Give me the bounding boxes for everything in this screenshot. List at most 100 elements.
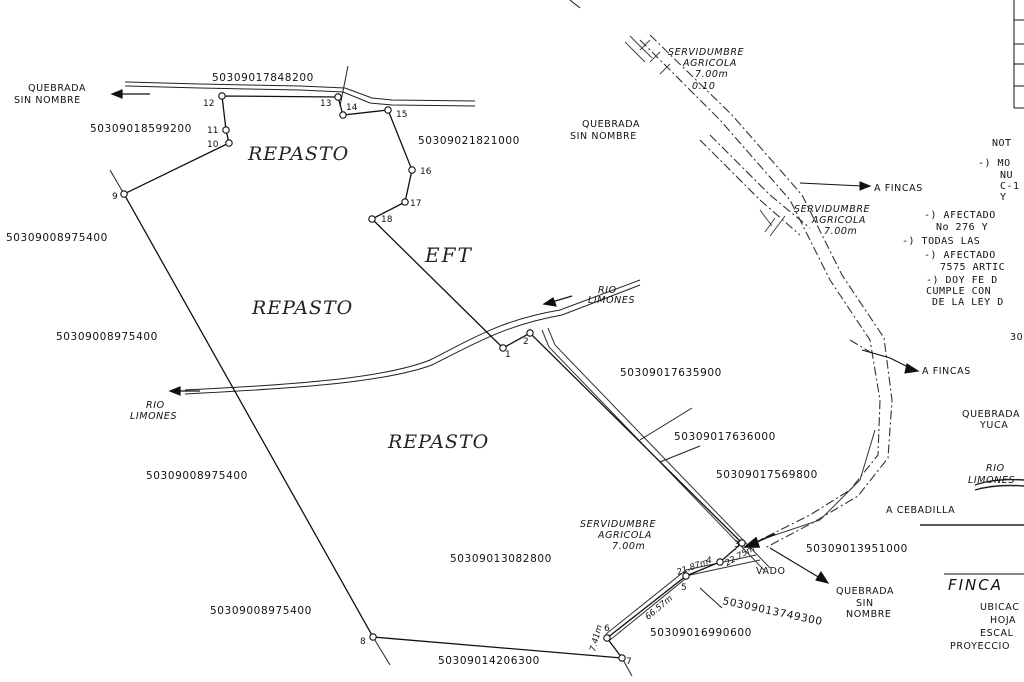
- river-label: LIMONES: [588, 295, 635, 306]
- parcel-number: 50309013749300: [721, 595, 823, 628]
- quebrada-label: SIN NOMBRE: [14, 95, 81, 106]
- eft-label: EFT: [424, 243, 473, 267]
- river-label: RIO: [598, 285, 617, 296]
- parcel-number: 50309017569800: [716, 469, 818, 481]
- feature-labels: QUEBRADA SIN NOMBRE QUEBRADA SIN NOMBRE …: [14, 47, 1024, 652]
- road-servidumbre: [541, 327, 876, 641]
- servidumbre-label: SERVIDUMBRE: [794, 204, 870, 215]
- arrow-quebrada-bottom: [769, 547, 830, 584]
- note-line: C-1: [1000, 181, 1020, 192]
- vertex-label: 3: [734, 540, 740, 550]
- note-line: 7575 ARTIC: [940, 262, 1005, 273]
- vertex-label: 4: [706, 556, 712, 566]
- title-block-frame: [569, 0, 1024, 109]
- right-block-line: ESCAL: [980, 628, 1014, 639]
- note-line: NOT: [992, 138, 1012, 149]
- measurement: 66.57m: [644, 594, 675, 623]
- parcel-number: 50309013951000: [806, 543, 908, 555]
- vertex-label: 8: [360, 637, 366, 647]
- river-right-stub: [920, 478, 1024, 526]
- vertex-label: 12: [203, 99, 214, 109]
- vertex-label: 13: [320, 99, 331, 109]
- finca-label: FINCA: [948, 576, 1003, 594]
- parcel-number: 50309008975400: [6, 232, 108, 244]
- division-ticks: [109, 169, 723, 677]
- note-line: -) MO: [978, 158, 1011, 169]
- quebrada-label: QUEBRADA: [582, 119, 640, 130]
- fincas-label: A FINCAS: [874, 183, 923, 194]
- servidumbre-label: AGRICOLA: [682, 58, 737, 69]
- vertex-label: 16: [420, 167, 432, 177]
- parcel-number: 50309013082800: [450, 553, 552, 565]
- fincas-label: A FINCAS: [922, 366, 971, 377]
- note-line: NU: [1000, 170, 1013, 181]
- quebrada-label: QUEBRADA: [836, 586, 894, 597]
- area-label: REPASTO: [387, 431, 489, 453]
- river-label: LIMONES: [968, 475, 1015, 486]
- vertex-markers: [120, 92, 746, 662]
- arrow-river-mid: [542, 295, 573, 307]
- parcel-number: 50309017636000: [674, 431, 776, 443]
- parcel-number: 50309008975400: [56, 331, 158, 343]
- right-block-line: HOJA: [990, 615, 1016, 626]
- river-label: LIMONES: [130, 411, 177, 422]
- servidumbre-label: 7.00m: [612, 541, 645, 552]
- parcel-number: 50309016990600: [650, 627, 752, 639]
- hatch-marks: [624, 35, 786, 237]
- measurement: 7.41m: [588, 624, 605, 653]
- vertex-label: 15: [396, 110, 407, 120]
- note-line: No 276 Y: [936, 222, 988, 233]
- arrow-fincas-2: [861, 349, 920, 374]
- river-limones: [184, 279, 641, 395]
- parcel-number: 50309008975400: [146, 470, 248, 482]
- arrow-vado: [742, 533, 776, 548]
- parcel-number: 50309017848200: [212, 72, 314, 84]
- side-number: 30: [1010, 332, 1023, 343]
- vertex-label: 6: [604, 624, 610, 634]
- stream-top: [124, 65, 476, 107]
- area-label: REPASTO: [251, 297, 353, 319]
- arrow-left-top: [110, 89, 150, 99]
- arrow-river-left: [168, 386, 200, 396]
- note-line: -) AFECTADO: [924, 250, 996, 261]
- parcel-number: 50309018599200: [90, 123, 192, 135]
- vertex-label: 9: [112, 192, 118, 202]
- parcel-number: 50309017635900: [620, 367, 722, 379]
- note-line: Y: [1000, 192, 1007, 203]
- quebrada-label: NOMBRE: [846, 609, 892, 620]
- right-block-line: PROYECCIO: [950, 641, 1010, 652]
- vertex-label: 14: [346, 103, 358, 113]
- servidumbre-label: 7.00m: [824, 226, 857, 237]
- arrow-fincas-1: [799, 181, 872, 191]
- note-line: CUMPLE CON: [926, 286, 991, 297]
- servidumbre-label: 0.10: [692, 81, 716, 92]
- road-dashed-right: [639, 34, 893, 549]
- vertex-label: 10: [207, 140, 219, 150]
- parcel-number: 50309021821000: [418, 135, 520, 147]
- note-line: -) DOY FE D: [926, 275, 998, 286]
- vertex-label: 1: [505, 350, 511, 360]
- river-label: RIO: [986, 463, 1005, 474]
- servidumbre-label: AGRICOLA: [597, 530, 652, 541]
- vertex-label: 17: [410, 199, 421, 209]
- note-line: -) AFECTADO: [924, 210, 996, 221]
- right-block-line: UBICAC: [980, 602, 1019, 613]
- servidumbre-label: SERVIDUMBRE: [580, 519, 656, 530]
- quebrada-label: QUEBRADA: [962, 409, 1020, 420]
- cebadilla-label: A CEBADILLA: [886, 505, 955, 516]
- quebrada-label: SIN: [856, 598, 874, 609]
- vertex-label: 18: [381, 215, 393, 225]
- servidumbre-label: AGRICOLA: [811, 215, 866, 226]
- vertex-numbers: 1 2 3 4 5 6 7 8 9 10 11 12 13 14 15 16 1…: [112, 99, 740, 667]
- vado-label: VADO: [756, 566, 786, 577]
- parcel-number: 50309014206300: [438, 655, 540, 667]
- quebrada-label: SIN NOMBRE: [570, 131, 637, 142]
- vertex-label: 7: [626, 657, 632, 667]
- parcel-number: 50309008975400: [210, 605, 312, 617]
- servidumbre-label: SERVIDUMBRE: [668, 47, 744, 58]
- vertex-label: 2: [523, 337, 529, 347]
- note-line: -) TODAS LAS: [902, 236, 980, 247]
- area-label: REPASTO: [247, 143, 349, 165]
- servidumbre-label: 7.00m: [695, 69, 728, 80]
